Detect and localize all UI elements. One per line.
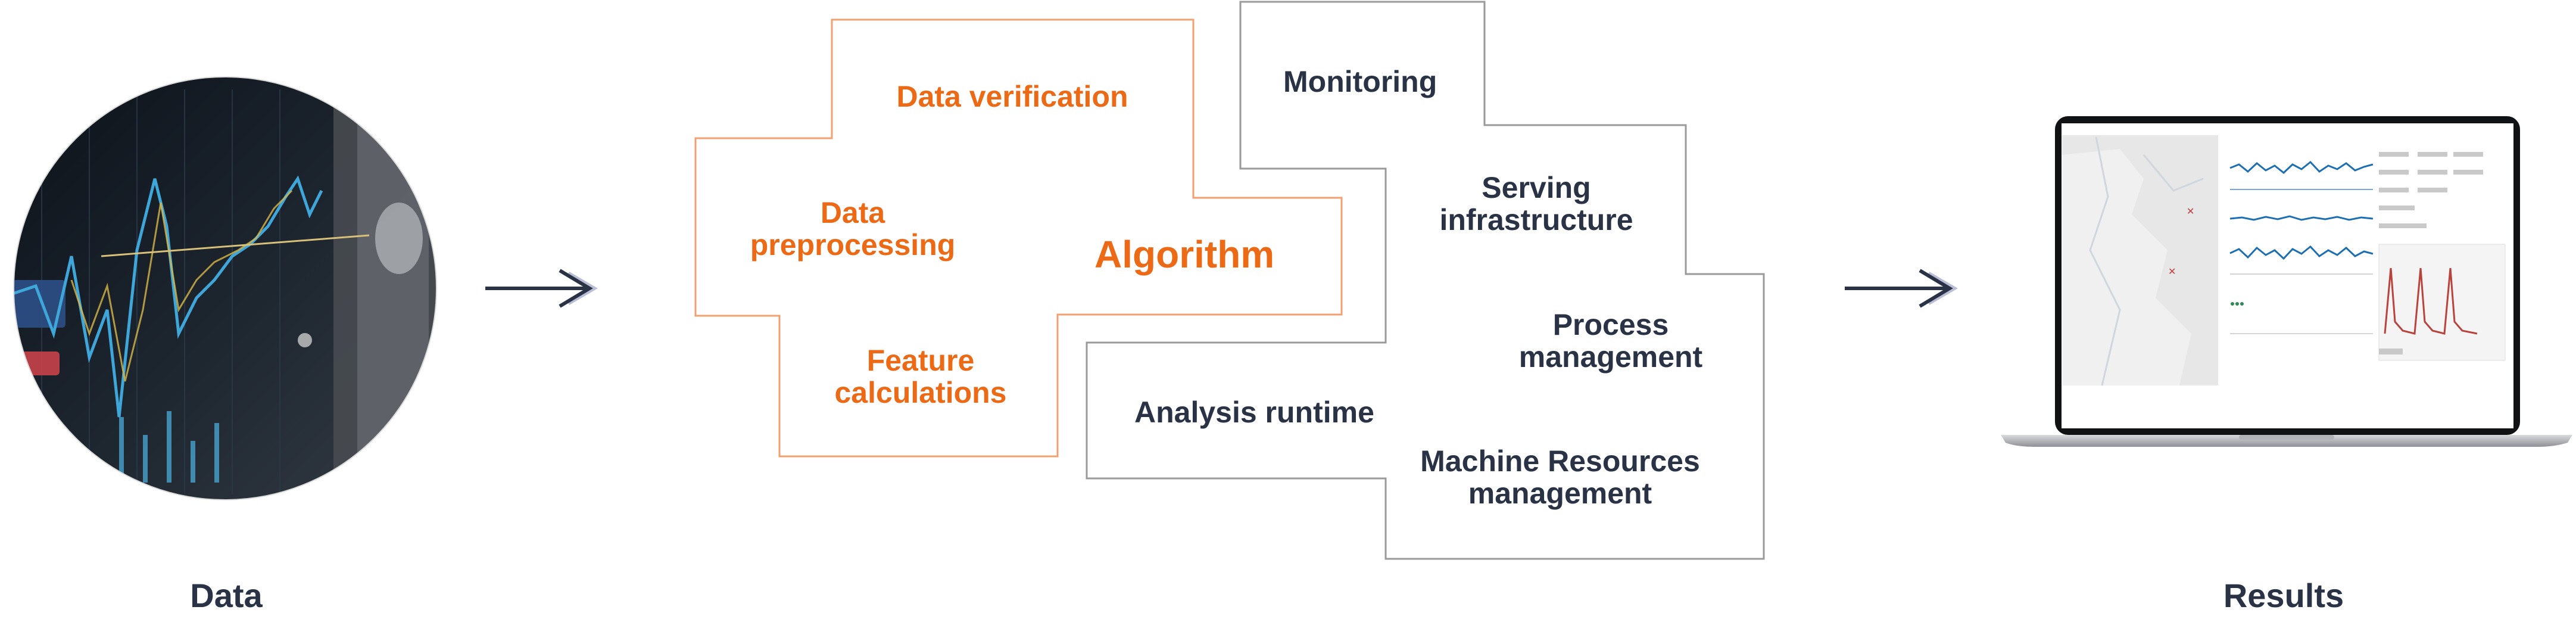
right-arrow-icon [485,269,598,308]
infrastructure-outline [1086,1,1765,560]
machine-resources-management-label: Machine Resources management [1420,444,1700,510]
data-preprocessing-label: Data preprocessing [750,196,956,262]
monitoring-label: Monitoring [1283,65,1437,98]
data-label: Data [190,577,263,614]
svg-text:✕: ✕ [2168,267,2176,277]
algorithm-title: Algorithm [1094,233,1275,276]
svg-text:✕: ✕ [2187,207,2194,217]
laptop-dashboard: ✕ ✕ [2001,116,2572,447]
process-management-label: Process management [1518,308,1703,374]
analysis-runtime-label: Analysis runtime [1134,396,1374,429]
data-verification-label: Data verification [896,80,1128,113]
algorithm-outline [694,18,1343,458]
serving-infrastructure-label: Serving infrastructure [1439,171,1633,237]
results-label: Results [2223,577,2344,614]
stock-chart-circle-photo [14,77,436,500]
feature-calculations-label: Feature calculations [834,344,1007,409]
right-arrow-icon [1845,269,1958,308]
